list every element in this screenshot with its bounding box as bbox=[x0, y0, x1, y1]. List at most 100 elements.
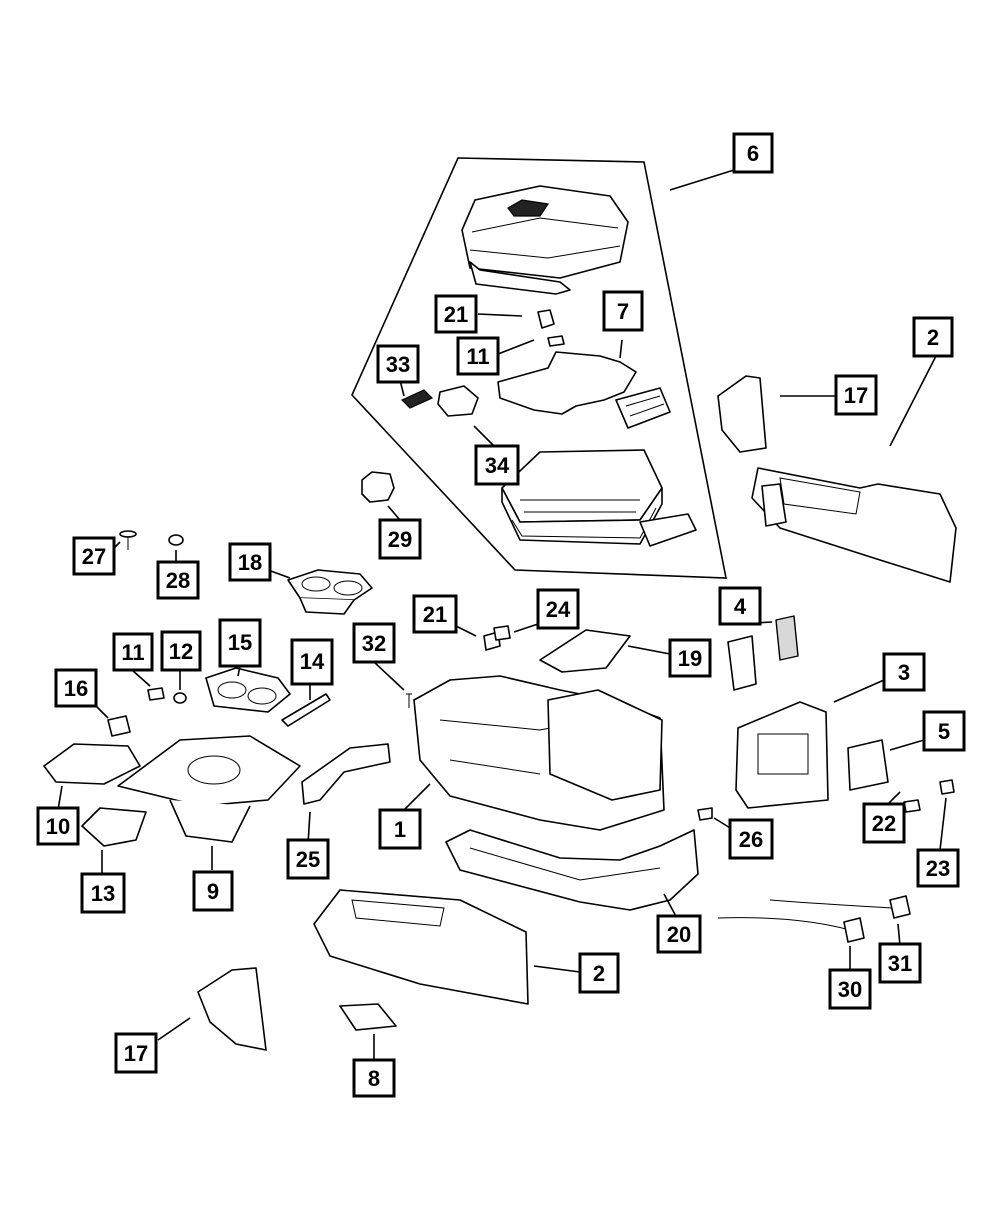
callout-label: 2 bbox=[593, 961, 605, 986]
pad-8-part bbox=[339, 1003, 397, 1031]
nut-28-part bbox=[168, 534, 184, 546]
callout-3: 3 bbox=[882, 652, 926, 692]
callout-15: 15 bbox=[218, 618, 262, 668]
callout-label: 7 bbox=[617, 299, 629, 324]
callout-11-top: 11 bbox=[456, 336, 500, 376]
callout-label: 28 bbox=[166, 568, 190, 593]
callout-label: 12 bbox=[169, 639, 193, 664]
callout-33: 33 bbox=[376, 344, 420, 384]
screw-32-part bbox=[406, 693, 412, 708]
armrest-group-outline bbox=[351, 157, 727, 579]
callout-label: 4 bbox=[734, 594, 747, 619]
callout-25: 25 bbox=[286, 838, 330, 880]
callout-11-lower: 11 bbox=[112, 632, 154, 672]
trim-17-upper-part bbox=[717, 375, 767, 453]
hinge-part-upper bbox=[615, 387, 671, 429]
callout-label: 9 bbox=[207, 879, 219, 904]
callout-27: 27 bbox=[72, 536, 116, 576]
armrest-lid-part bbox=[461, 185, 629, 295]
bezel-3-part bbox=[735, 701, 829, 809]
callout-23: 23 bbox=[916, 848, 960, 888]
callout-2-lower: 2 bbox=[578, 952, 620, 994]
clip-21-top-part bbox=[537, 309, 555, 329]
callout-14: 14 bbox=[290, 638, 334, 686]
clip-24-part bbox=[493, 625, 511, 641]
mat-13-part bbox=[81, 807, 147, 847]
callout-16: 16 bbox=[54, 668, 98, 708]
callout-label: 29 bbox=[388, 527, 412, 552]
side-panel-2-lower-part bbox=[313, 889, 529, 1005]
callout-21-top: 21 bbox=[434, 294, 478, 334]
callout-17-lower: 17 bbox=[114, 1032, 158, 1074]
fastener-26-part bbox=[697, 807, 713, 821]
callout-5: 5 bbox=[922, 710, 966, 752]
callout-label: 15 bbox=[228, 630, 252, 655]
plug-16-part bbox=[107, 715, 131, 737]
callout-1: 1 bbox=[378, 808, 422, 850]
storage-bin-34-part bbox=[501, 449, 697, 547]
callout-label: 32 bbox=[362, 631, 386, 656]
callout-label: 11 bbox=[466, 344, 489, 369]
callout-label: 21 bbox=[444, 302, 468, 327]
callout-label: 14 bbox=[300, 649, 325, 674]
callout-label: 30 bbox=[838, 977, 862, 1002]
callout-label: 22 bbox=[872, 811, 896, 836]
callout-label: 3 bbox=[898, 660, 910, 685]
callout-label: 21 bbox=[423, 602, 447, 627]
cupholder-15-part bbox=[205, 667, 291, 713]
cupholder-insert-18-part bbox=[287, 569, 373, 615]
callout-9: 9 bbox=[192, 870, 234, 912]
callout-label: 26 bbox=[739, 827, 763, 852]
callout-label: 1 bbox=[394, 817, 406, 842]
switch-4-part bbox=[727, 615, 799, 691]
pad-7-part bbox=[497, 351, 637, 415]
side-panel-2-upper-part bbox=[751, 467, 957, 583]
callout-label: 25 bbox=[296, 847, 320, 872]
callout-label: 10 bbox=[46, 814, 70, 839]
latch-33-part bbox=[400, 385, 479, 417]
callout-label: 2 bbox=[927, 325, 939, 350]
callout-label: 20 bbox=[667, 922, 691, 947]
callout-13: 13 bbox=[80, 872, 126, 914]
pin-11-lower-part bbox=[147, 687, 165, 701]
callout-label: 13 bbox=[91, 881, 115, 906]
callout-32: 32 bbox=[352, 622, 396, 664]
bracket-20-part bbox=[445, 829, 699, 911]
callout-2-upper: 2 bbox=[912, 316, 954, 358]
callout-label: 34 bbox=[485, 453, 510, 478]
mat-19-part bbox=[539, 629, 631, 673]
callout-12: 12 bbox=[160, 630, 202, 672]
tray-10-part bbox=[43, 743, 141, 785]
callout-label: 16 bbox=[64, 676, 88, 701]
callout-label: 17 bbox=[844, 383, 868, 408]
callout-22: 22 bbox=[862, 802, 906, 844]
callout-20: 20 bbox=[656, 914, 702, 954]
callout-8: 8 bbox=[352, 1058, 396, 1098]
bulb-22-part bbox=[903, 799, 921, 813]
callout-34: 34 bbox=[474, 444, 520, 486]
socket-23-part bbox=[939, 779, 955, 795]
callout-6: 6 bbox=[732, 132, 774, 174]
callout-29: 29 bbox=[378, 518, 422, 560]
console-base-1-part bbox=[413, 675, 665, 831]
callout-label: 23 bbox=[926, 856, 950, 881]
bracket-25-part bbox=[301, 743, 391, 805]
callout-24: 24 bbox=[536, 588, 580, 630]
callout-label: 27 bbox=[82, 544, 106, 569]
callout-label: 31 bbox=[888, 951, 912, 976]
callout-19: 19 bbox=[668, 638, 712, 678]
knob-29-part bbox=[361, 471, 395, 503]
callout-4: 4 bbox=[718, 586, 762, 626]
pin-11-top-part bbox=[547, 335, 565, 347]
callout-label: 19 bbox=[678, 646, 702, 671]
callout-label: 8 bbox=[368, 1066, 380, 1091]
nut-12-part bbox=[173, 692, 187, 704]
callout-10: 10 bbox=[36, 806, 80, 846]
strip-14-part bbox=[281, 693, 331, 727]
callout-label: 24 bbox=[546, 597, 571, 622]
callout-17-upper: 17 bbox=[834, 374, 878, 416]
callout-18: 18 bbox=[228, 542, 272, 582]
callout-28: 28 bbox=[156, 560, 200, 600]
callout-label: 6 bbox=[747, 141, 759, 166]
